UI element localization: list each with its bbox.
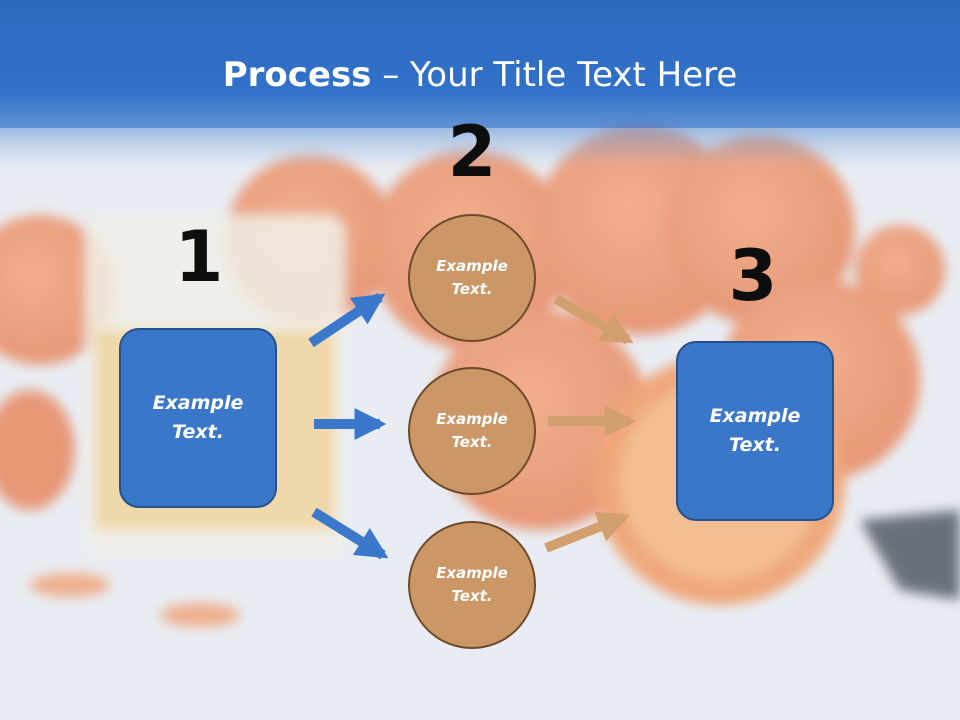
- step-2-circle-2-text: Example Text.: [436, 410, 508, 451]
- arrow-1-to-2a: [308, 292, 386, 348]
- step-2-circle-1: Example Text.: [408, 214, 536, 342]
- step-2-circle-3: Example Text.: [408, 521, 536, 649]
- title-rest: – Your Title Text Here: [371, 55, 738, 95]
- step-3-text: Example Text.: [709, 405, 801, 456]
- step-2-number: 2: [447, 111, 497, 193]
- step-2-circle-2: Example Text.: [408, 367, 536, 495]
- step-1-number: 1: [174, 216, 224, 298]
- step-2-circle-3-text: Example Text.: [436, 564, 508, 605]
- step-2-circle-1-text: Example Text.: [436, 257, 508, 298]
- arrow-1-to-2c: [311, 507, 389, 560]
- arrow-2c-to-3: [544, 511, 630, 553]
- slide-title: Process – Your Title Text Here: [0, 52, 960, 98]
- title-bold: Process: [222, 55, 372, 95]
- step-1-box: Example Text.: [119, 328, 277, 508]
- step-3-box: Example Text.: [676, 341, 834, 521]
- step-3-number: 3: [728, 235, 778, 317]
- arrow-2a-to-3: [553, 294, 634, 345]
- step-1-text: Example Text.: [152, 392, 244, 443]
